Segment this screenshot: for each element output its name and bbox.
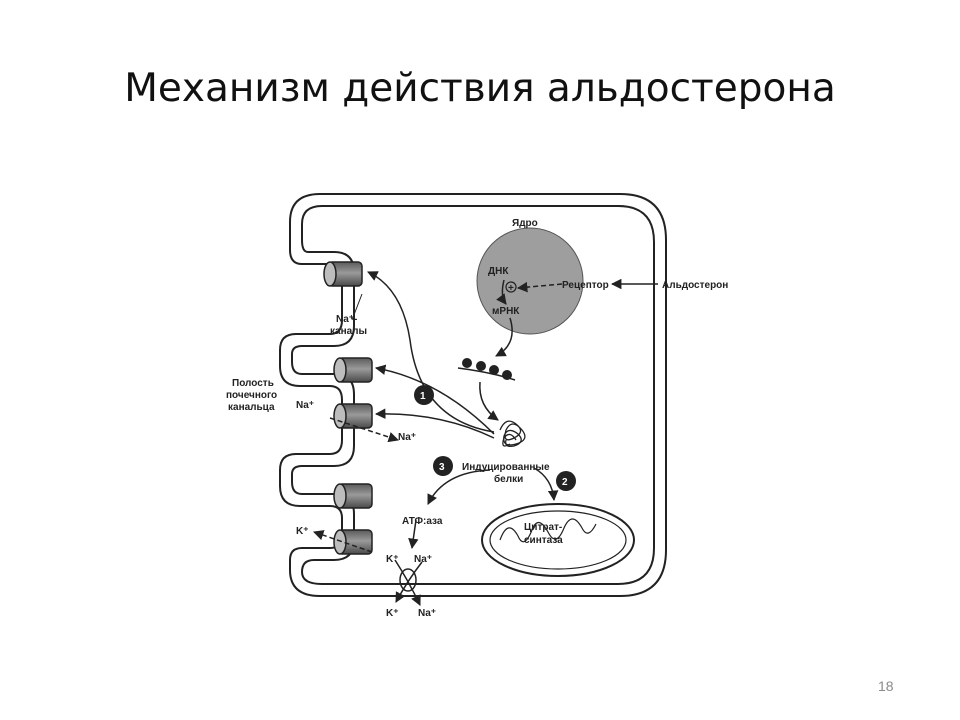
dna-to-mrna-arrow [496, 279, 507, 305]
na-entry-arrow [329, 417, 399, 443]
plus-sign: + [508, 283, 514, 294]
k-lumen-label: K⁺ [296, 526, 309, 537]
na-channel [333, 483, 373, 509]
k-pump-bottom-label: K⁺ [386, 608, 399, 619]
na-channels [323, 261, 373, 555]
protein-to-channel-middle-arrow [374, 364, 495, 435]
induced-protein-tangle [499, 420, 526, 448]
receptor-label: Рецептор [562, 280, 609, 291]
step-marker-3: 3 [433, 456, 453, 476]
nucleus-label: Ядро [512, 218, 538, 229]
protein-to-channel-lower-arrow [374, 408, 495, 439]
atpase-to-pump-arrow [408, 519, 419, 550]
slide-title: Механизм действия альдостерона [124, 66, 836, 111]
na-channel [333, 403, 373, 429]
protein-to-atpase-arrow [427, 469, 491, 505]
step-marker-2: 2 [556, 471, 576, 491]
channel-link-line [351, 293, 363, 321]
arrows [313, 271, 658, 553]
svg-text:1: 1 [420, 391, 426, 402]
lumen-label-line1: Полость [232, 378, 274, 389]
induced-proteins-label-line2: белки [494, 473, 523, 485]
lumen-label-line2: почечного [226, 390, 277, 401]
na-in-label: Na⁺ [296, 400, 314, 411]
k-exit-arrow [313, 530, 373, 553]
na-k-pump [394, 559, 423, 606]
citrate-synthase-label-line1: Цитрат- [524, 522, 562, 533]
na-pump-top-label: Na⁺ [414, 554, 432, 565]
k-pump-top-label: K⁺ [386, 554, 399, 565]
mrna-label: мРНК [492, 306, 520, 317]
ribosomes [457, 358, 516, 381]
na-channel [333, 357, 373, 383]
receptor-to-dna-arrow [516, 281, 563, 293]
ribosome-to-protein-arrow [479, 381, 499, 421]
na-out-label: Na⁺ [398, 432, 416, 443]
na-channels-label-line1: Na⁺- [336, 314, 357, 325]
na-pump-bottom-label: Na⁺ [418, 608, 436, 619]
protein-to-channel-top-arrow [367, 271, 495, 433]
svg-text:2: 2 [562, 477, 568, 488]
dna-receptor-site [505, 281, 517, 293]
step-marker-1: 1 [414, 385, 434, 405]
aldosterone-label: Альдостерон [662, 280, 728, 291]
na-channels-label-line2: каналы [330, 326, 367, 337]
nucleus: + [476, 227, 584, 335]
page-number: 18 [878, 678, 894, 694]
induced-proteins-label-line1: Индуцированные [462, 462, 550, 473]
dna-label: ДНК [488, 266, 509, 277]
mitochondrion [481, 503, 635, 577]
k-channel [333, 529, 373, 555]
lumen-label-line3: канальца [228, 402, 275, 413]
mrna-to-ribosome-arrow [495, 317, 513, 357]
svg-text:3: 3 [439, 462, 445, 473]
atpase-label: АТФ:аза [402, 516, 443, 527]
citrate-synthase-label-line2: синтаза [524, 535, 563, 546]
protein-to-mitochondrion-arrow [533, 467, 559, 502]
na-channel [323, 261, 363, 287]
